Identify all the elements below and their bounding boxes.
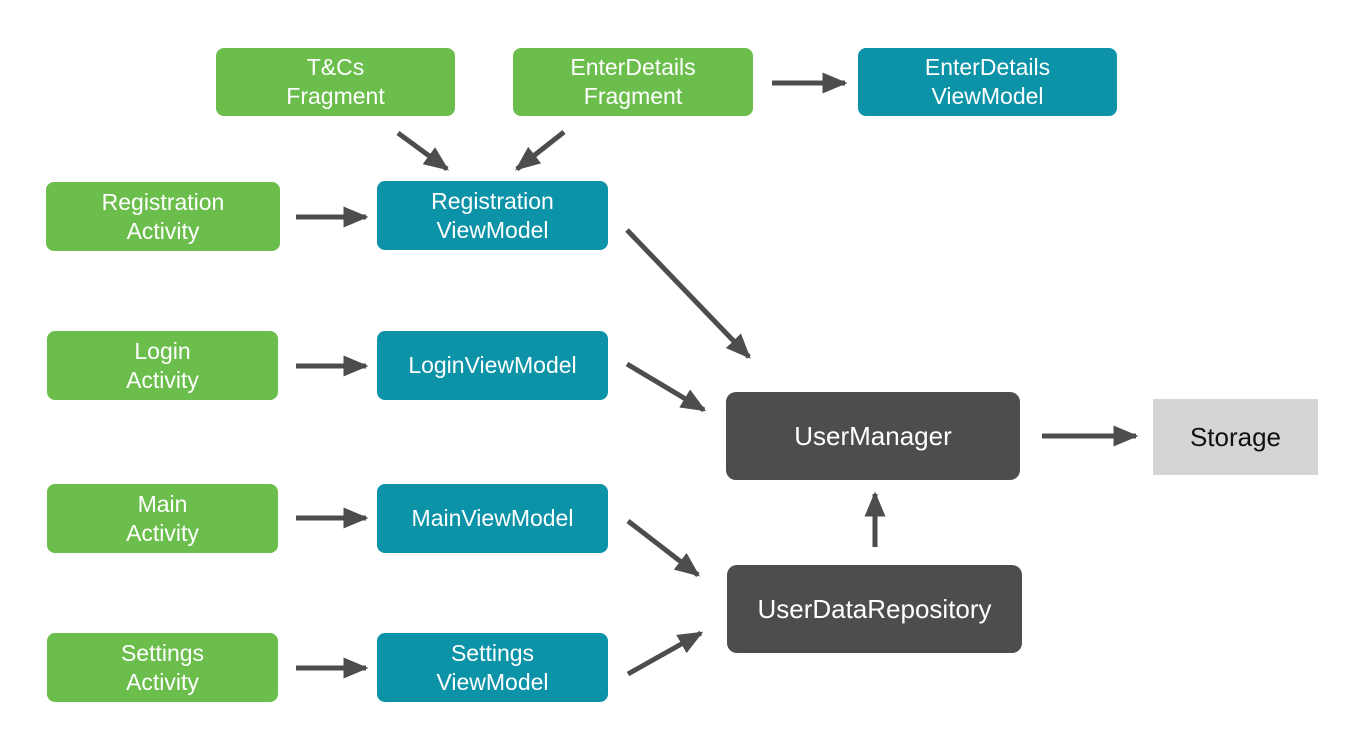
node-main-activity: Main Activity — [47, 484, 278, 553]
node-settings-activity: Settings Activity — [47, 633, 278, 702]
node-registration-viewmodel-label: Registration ViewModel — [431, 187, 554, 243]
node-userdatarepository: UserDataRepository — [727, 565, 1022, 653]
node-login-activity: Login Activity — [47, 331, 278, 400]
node-userdatarepository-label: UserDataRepository — [757, 593, 992, 624]
node-usermanager: UserManager — [726, 392, 1020, 480]
node-main-activity-label: Main Activity — [126, 490, 199, 546]
node-settings-viewmodel: Settings ViewModel — [377, 633, 608, 702]
edge-tcs-fragment-to-registration-viewmodel — [396, 130, 450, 172]
node-tcs-fragment-label: T&Cs Fragment — [286, 54, 385, 109]
node-main-viewmodel: MainViewModel — [377, 484, 608, 553]
edge-login-viewmodel-to-usermanager — [625, 361, 707, 413]
node-storage: Storage — [1153, 399, 1318, 475]
node-enterdetails-fragment-label: EnterDetails Fragment — [570, 54, 696, 109]
node-login-viewmodel: LoginViewModel — [377, 331, 608, 400]
node-registration-activity-label: Registration Activity — [101, 188, 225, 244]
node-tcs-fragment: T&Cs Fragment — [216, 48, 455, 116]
edge-settings-viewmodel-to-userdatarepository — [626, 630, 704, 677]
node-registration-viewmodel: Registration ViewModel — [377, 181, 608, 250]
node-registration-activity: Registration Activity — [46, 182, 280, 251]
node-storage-label: Storage — [1189, 421, 1282, 452]
node-main-viewmodel-label: MainViewModel — [411, 505, 574, 532]
node-login-viewmodel-label: LoginViewModel — [408, 352, 577, 379]
node-login-activity-label: Login Activity — [126, 337, 199, 393]
edge-main-viewmodel-to-userdatarepository — [626, 519, 700, 577]
node-settings-activity-label: Settings Activity — [120, 639, 205, 695]
node-usermanager-label: UserManager — [794, 420, 952, 451]
edge-enterdetails-fragment-to-registration-viewmodel — [515, 130, 566, 171]
node-settings-viewmodel-label: Settings ViewModel — [436, 639, 549, 695]
node-enterdetails-viewmodel: EnterDetails ViewModel — [858, 48, 1117, 116]
edge-registration-viewmodel-to-usermanager — [625, 228, 751, 359]
node-enterdetails-fragment: EnterDetails Fragment — [513, 48, 753, 116]
node-enterdetails-viewmodel-label: EnterDetails ViewModel — [924, 54, 1051, 109]
